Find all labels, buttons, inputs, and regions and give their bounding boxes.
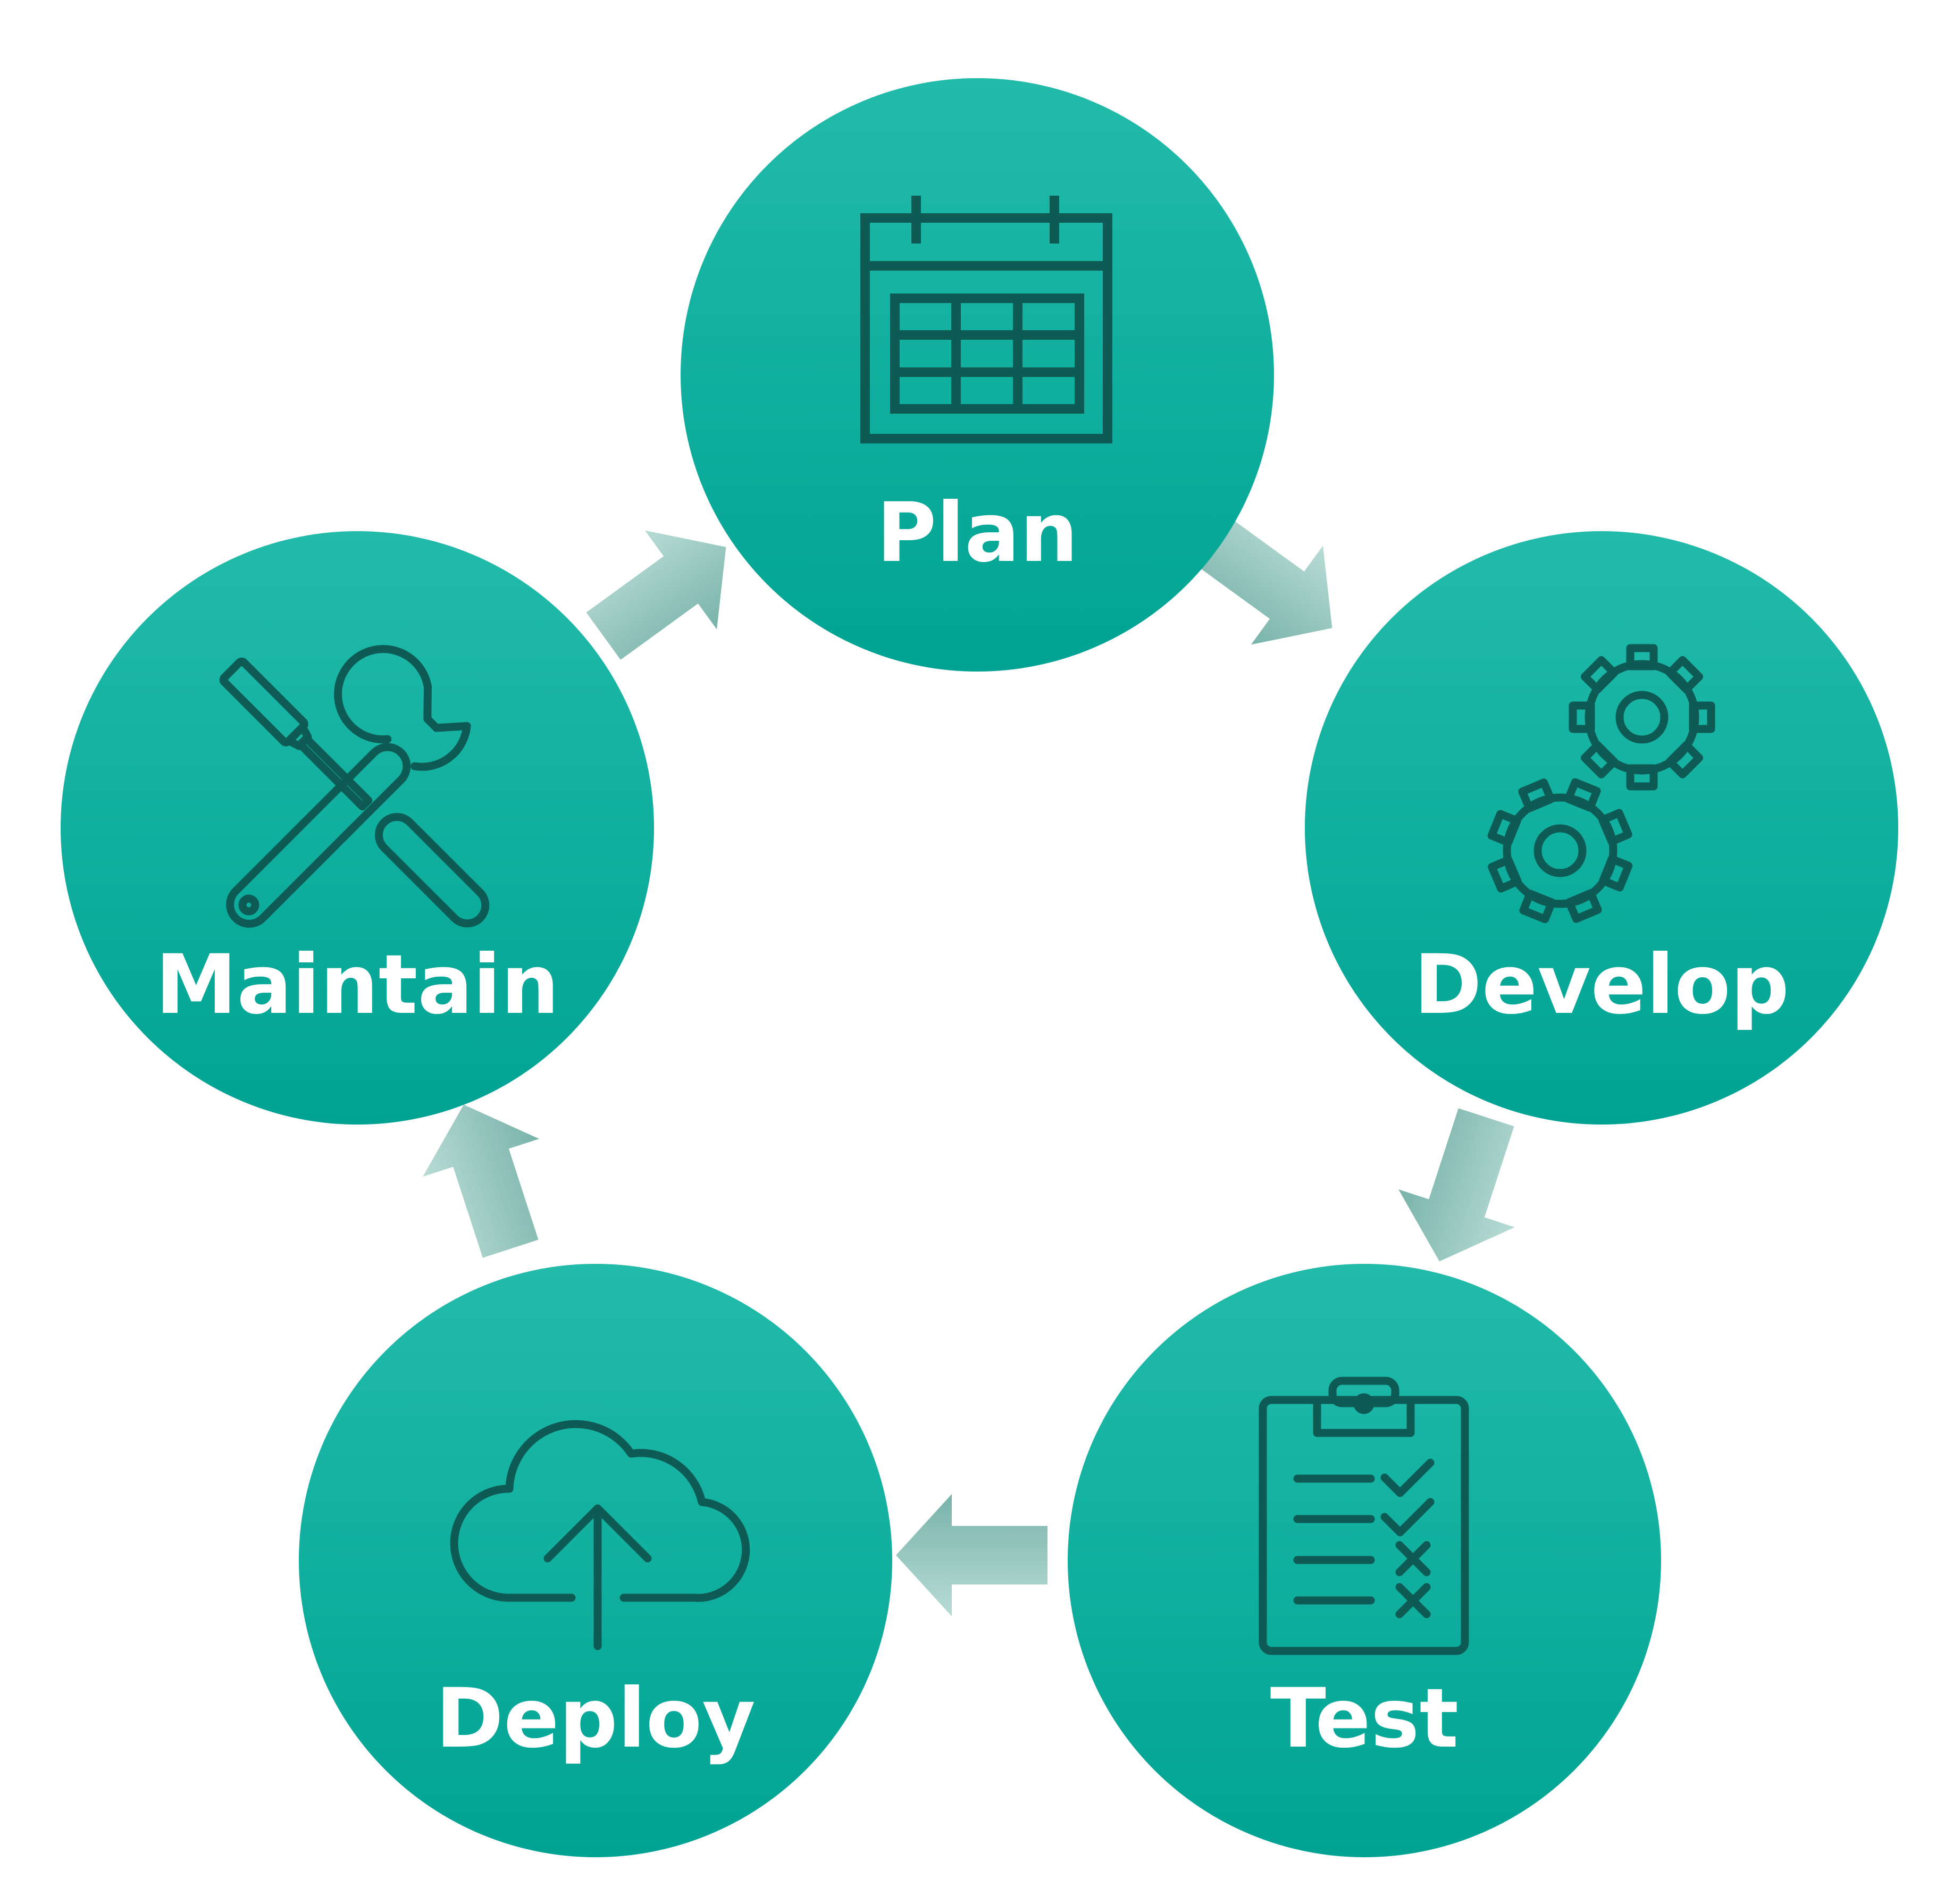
wrench-icon xyxy=(226,645,471,928)
cloud-upload-icon xyxy=(450,1420,750,1650)
stage-label-test: Test xyxy=(1270,1671,1459,1766)
stage-maintain: Maintain xyxy=(61,531,654,1125)
arrow-test-to-deploy xyxy=(896,1494,1047,1616)
clipboard-checklist-icon xyxy=(1259,1377,1469,1655)
tools-icon xyxy=(219,645,490,928)
stage-deploy: Deploy xyxy=(299,1264,892,1857)
stage-test: Test xyxy=(1068,1264,1661,1857)
arrow-develop-to-test xyxy=(1398,1108,1515,1262)
gear-large-icon xyxy=(1569,644,1715,791)
gear-small-icon xyxy=(1487,778,1633,924)
arrow-maintain-to-plan xyxy=(586,530,726,660)
gears-icon xyxy=(1487,644,1715,924)
screwdriver-icon xyxy=(219,657,490,928)
stage-label-maintain: Maintain xyxy=(155,937,559,1033)
stage-label-develop: Develop xyxy=(1414,937,1789,1033)
arrow-deploy-to-maintain xyxy=(423,1104,539,1258)
arrow-plan-to-develop xyxy=(1192,515,1332,645)
stage-label-plan: Plan xyxy=(876,485,1078,581)
stage-label-deploy: Deploy xyxy=(435,1671,756,1766)
stage-plan: Plan xyxy=(681,78,1274,672)
stage-develop: Develop xyxy=(1305,531,1898,1125)
calendar-icon xyxy=(860,196,1112,443)
